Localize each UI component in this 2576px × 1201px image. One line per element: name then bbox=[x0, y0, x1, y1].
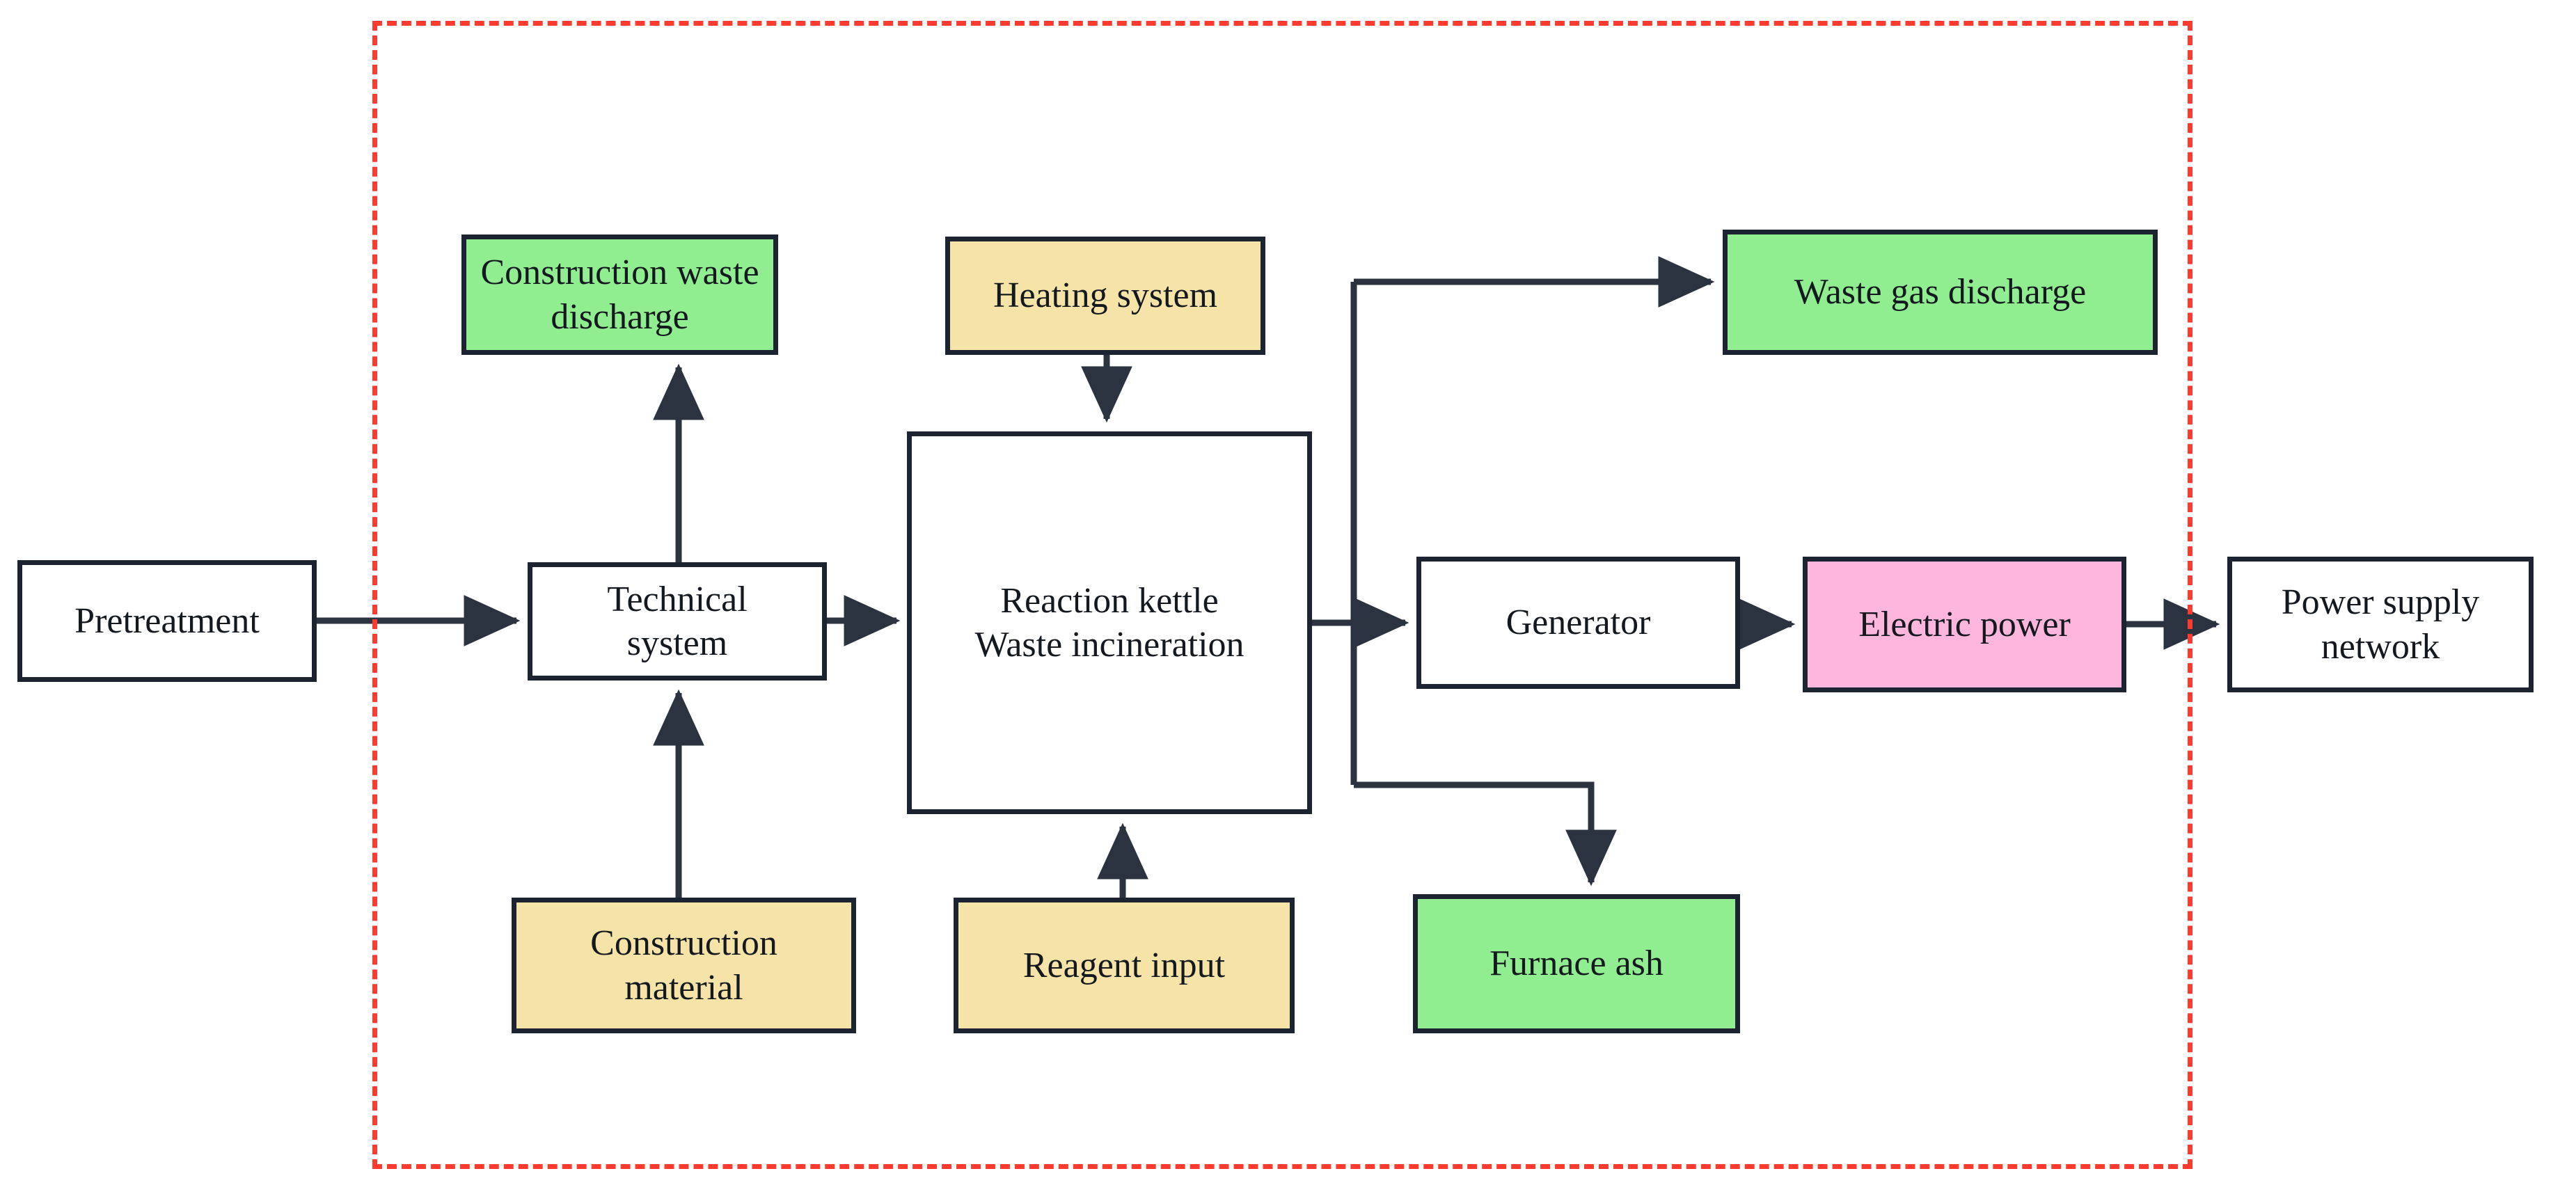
node-electric-power[interactable]: Electric power bbox=[1803, 557, 2126, 692]
node-heating-system[interactable]: Heating system bbox=[945, 237, 1265, 355]
node-reagent-input[interactable]: Reagent input bbox=[954, 898, 1295, 1033]
node-power-supply-network[interactable]: Power supply network bbox=[2227, 557, 2534, 692]
node-construction-material[interactable]: Construction material bbox=[512, 898, 856, 1033]
node-pretreatment[interactable]: Pretreatment bbox=[17, 560, 317, 682]
edge-reaction-kettle-to-furnace-ash bbox=[1354, 781, 1617, 886]
node-technical-system[interactable]: Technical system bbox=[528, 562, 827, 681]
node-construction-waste-discharge[interactable]: Construction waste discharge bbox=[461, 234, 778, 355]
node-generator[interactable]: Generator bbox=[1416, 557, 1740, 689]
node-waste-gas-discharge[interactable]: Waste gas discharge bbox=[1723, 230, 2158, 355]
edge-reaction-kettle-trunk bbox=[1312, 282, 1357, 785]
node-furnace-ash[interactable]: Furnace ash bbox=[1413, 894, 1740, 1033]
node-reaction-kettle[interactable]: Reaction kettle Waste incineration bbox=[907, 431, 1312, 814]
